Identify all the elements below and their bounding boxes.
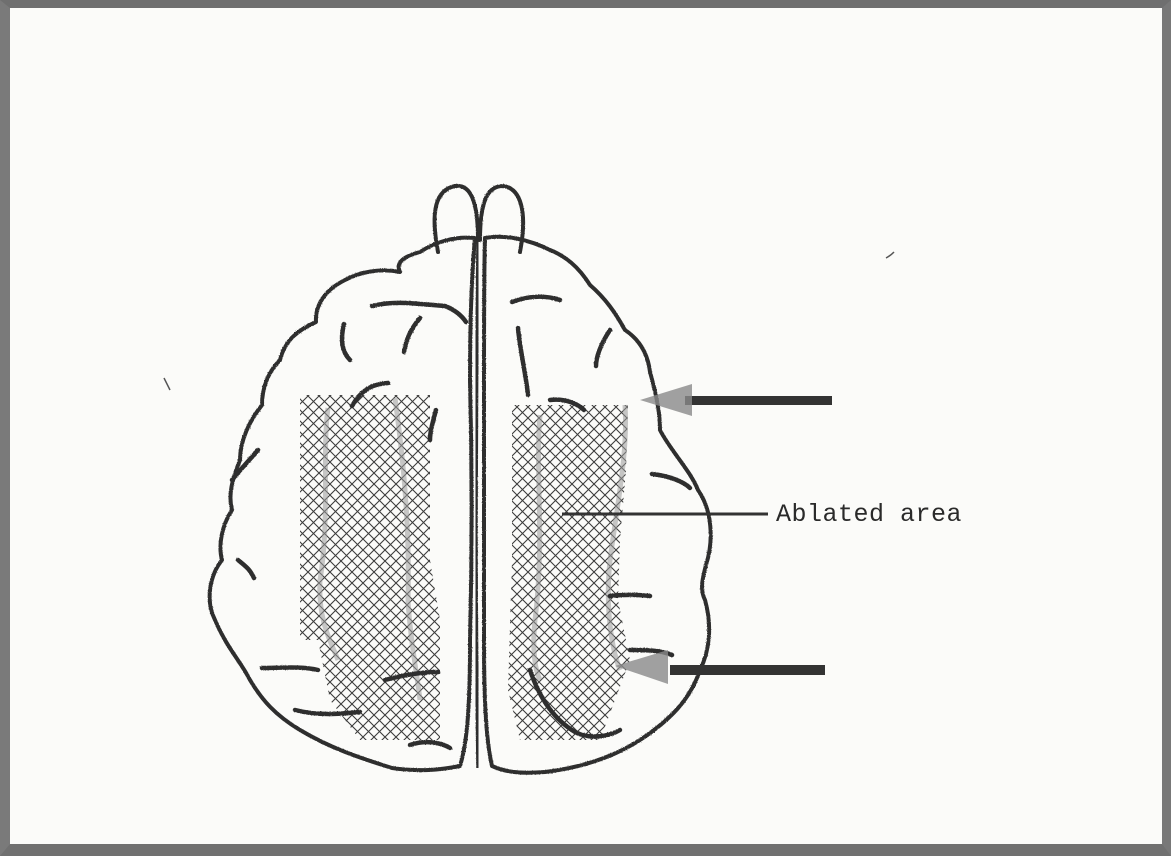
midline-fissure: [476, 240, 478, 768]
upper-arrow: [640, 384, 832, 416]
ablated-area-label: Ablated area: [776, 500, 962, 529]
right-ablated-area: [508, 405, 630, 740]
lower-arrow: [615, 650, 825, 684]
